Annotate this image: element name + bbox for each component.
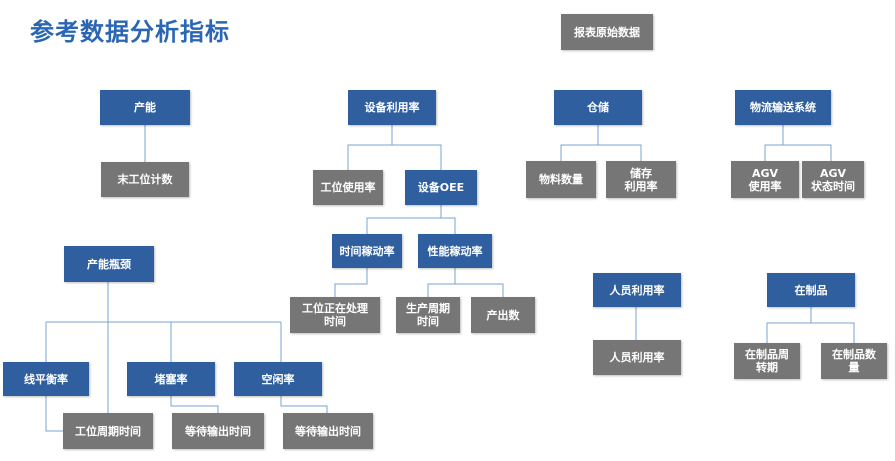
line-balance-box: 线平衡率: [3, 362, 89, 396]
personnel-utilization-sub-box: 人员利用率: [593, 340, 681, 375]
time-availability-box: 时间稼动率: [332, 234, 402, 268]
warehouse-box: 仓储: [554, 90, 642, 125]
blockage-rate-box: 堵塞率: [127, 362, 215, 396]
connector: [766, 307, 855, 343]
personnel-utilization-box: 人员利用率: [593, 273, 681, 307]
material-quantity-box: 物料数量: [526, 161, 596, 198]
last-station-count-box: 末工位计数: [101, 162, 189, 197]
station-processing-time-box: 工位正在处理 时间: [290, 297, 380, 333]
logistics-system-box: 物流输送系统: [735, 90, 831, 125]
capacity-box: 产能: [100, 90, 190, 125]
output-count-box: 产出数: [471, 297, 535, 333]
wait-output-time-box-2: 等待输出时间: [283, 413, 373, 449]
connector: [280, 396, 328, 413]
connector: [334, 268, 504, 297]
connector: [764, 125, 832, 161]
performance-availability-box: 性能稼动率: [418, 234, 492, 268]
storage-utilization-box: 储存 利用率: [606, 161, 676, 198]
connector: [560, 125, 642, 161]
station-cycle-time-box: 工位周期时间: [63, 413, 153, 449]
agv-status-time-box: AGV 状态时间: [802, 161, 864, 198]
wait-output-time-box: 等待输出时间: [172, 413, 264, 449]
wip-quantity-box: 在制品数 量: [821, 343, 887, 379]
agv-utilization-box: AGV 使用率: [731, 161, 799, 198]
connector: [45, 282, 282, 413]
wip-turnover-box: 在制品周 转期: [734, 343, 800, 379]
connector: [170, 396, 219, 413]
equipment-utilization-box: 设备利用率: [348, 90, 436, 125]
equipment-oee-box: 设备OEE: [405, 170, 477, 205]
report-raw-data-box: 报表原始数据: [561, 14, 653, 50]
capacity-bottleneck-box: 产能瓶颈: [64, 246, 154, 282]
connector: [347, 125, 442, 170]
idle-rate-box: 空闲率: [234, 362, 322, 396]
connector: [45, 396, 63, 432]
station-utilization-box: 工位使用率: [313, 170, 383, 205]
connector: [366, 205, 456, 234]
wip-box: 在制品: [767, 273, 855, 307]
production-cycle-time-box: 生产周期 时间: [396, 297, 460, 333]
page-title: 参考数据分析指标: [30, 18, 230, 46]
